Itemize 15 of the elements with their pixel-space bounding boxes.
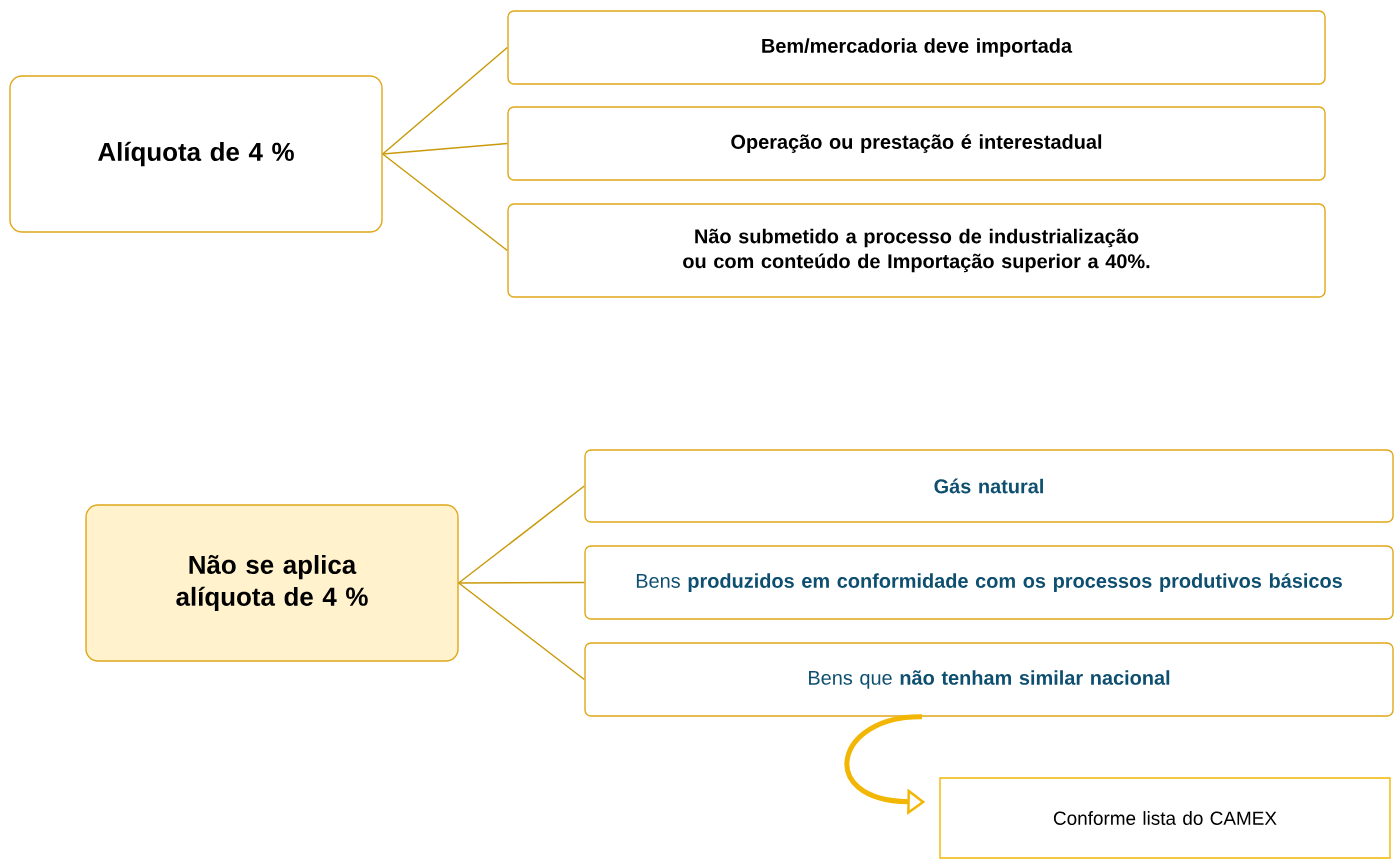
condition-box: Não submetido a processo de industrialização ou com conteúdo de Importação superior a 40%. — [507, 203, 1326, 298]
connector-line — [457, 581, 586, 584]
connector-line — [381, 153, 509, 252]
connector-line — [457, 582, 586, 681]
connector-line — [381, 142, 509, 155]
connector-line — [457, 485, 586, 584]
exception-box: Bens que não tenham similar nacional — [584, 642, 1394, 717]
condition-box: Bem/mercadoria deve importada — [507, 10, 1326, 85]
note-box: Conforme lista do CAMEX — [939, 777, 1391, 859]
heading-box: Não se aplica alíquota de 4 % — [85, 504, 459, 662]
heading-box: Alíquota de 4 % — [9, 75, 383, 233]
exception-box: Bens produzidos em conformidade com os processos produtivos básicos — [584, 545, 1394, 620]
condition-box: Operação ou prestação é interestadual — [507, 106, 1326, 181]
exception-box: Gás natural — [584, 449, 1394, 523]
connector-line — [381, 46, 509, 155]
